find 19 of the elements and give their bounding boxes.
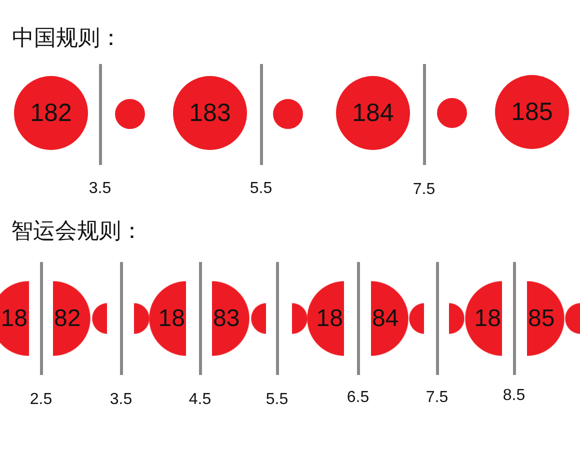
- small-circle: [114, 99, 144, 129]
- number-circle: 182: [14, 76, 88, 150]
- position-label: 3.5: [88, 178, 112, 198]
- position-label: 2.5: [30, 390, 52, 408]
- small-circle: [436, 98, 466, 128]
- position-label: 5.5: [250, 178, 272, 198]
- number-circle: 185: [495, 75, 569, 149]
- position-label: 7.5: [426, 388, 448, 406]
- position-label: 7.5: [412, 180, 436, 198]
- section-heading: 智运会规则：: [11, 218, 143, 244]
- number-circle: 184: [336, 76, 410, 150]
- number-circle: 183: [173, 76, 247, 150]
- position-label: 5.5: [266, 390, 288, 408]
- position-label: 6.5: [346, 388, 370, 406]
- position-label: 3.5: [110, 390, 132, 408]
- small-circle: [273, 99, 303, 129]
- position-label: 8.5: [502, 386, 526, 404]
- position-label: 4.5: [188, 390, 212, 408]
- section-heading: 中国规则：: [12, 25, 122, 51]
